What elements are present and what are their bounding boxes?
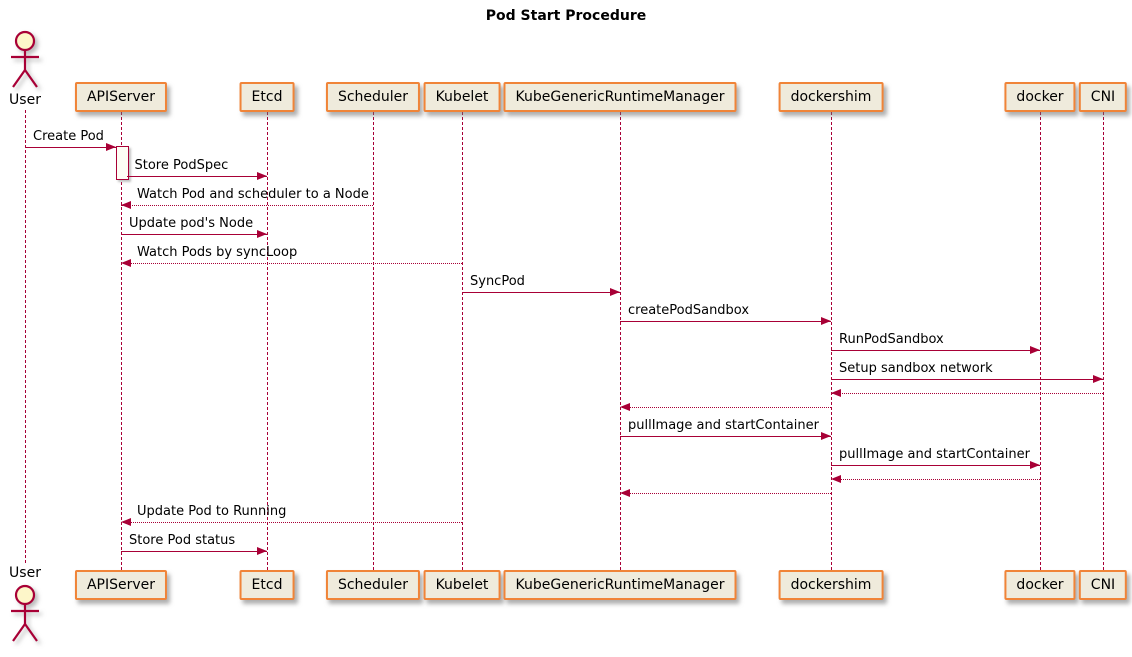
message-label: SyncPod [470,274,525,289]
message-arrow [121,522,462,523]
participant-box-docker-top: docker [1004,82,1076,112]
message-label: Setup sandbox network [839,361,993,376]
lifeline-scheduler [372,112,374,570]
message-label: RunPodSandbox [839,332,944,347]
participant-box-kubelet-top: Kubelet [423,82,501,112]
arrowhead-icon [121,259,131,267]
message-label: Store Pod status [129,533,236,548]
message-arrow [831,393,1103,394]
arrowhead-icon [105,143,116,151]
lifeline-cni [1102,112,1104,570]
participant-box-scheduler-bottom: Scheduler [325,570,421,600]
diagram-title: Pod Start Procedure [485,8,647,24]
message-arrow [462,292,620,293]
arrowhead-icon [831,389,841,397]
message-arrow [126,176,267,177]
arrowhead-icon [831,475,841,483]
arrowhead-icon [1030,461,1040,469]
lifeline-kubelet [461,112,463,570]
arrowhead-icon [257,547,267,555]
lifeline-dockershim [830,112,832,570]
arrowhead-icon [821,317,831,325]
message-arrow [620,493,831,494]
message-label: Update Pod to Running [137,504,287,519]
lifeline-docker [1039,112,1041,570]
arrowhead-icon [121,518,131,526]
arrowhead-icon [1093,375,1103,383]
arrowhead-icon [620,403,630,411]
arrowhead-icon [257,172,267,180]
participant-box-dockershim-top: dockershim [778,82,884,112]
arrowhead-icon [610,288,620,296]
participant-box-docker-bottom: docker [1004,570,1076,600]
message-label: Update pod's Node [129,216,254,231]
message-arrow [25,147,116,148]
participant-box-etcd-bottom: Etcd [239,570,295,600]
participant-box-kgrm-top: KubeGenericRuntimeManager [503,82,737,112]
lifeline-kgrm [619,112,621,570]
actor-user-label: User [9,565,41,581]
participant-box-scheduler-top: Scheduler [325,82,421,112]
message-arrow [620,407,831,408]
message-arrow [831,479,1040,480]
arrowhead-icon [821,432,831,440]
lifeline-etcd [266,112,268,570]
message-label: createPodSandbox [628,303,750,318]
arrowhead-icon [1030,346,1040,354]
actor-user-label: User [9,92,41,108]
message-arrow [121,205,373,206]
message-label: Store PodSpec [134,158,229,173]
participant-box-etcd-top: Etcd [239,82,295,112]
message-label: pullImage and startContainer [839,447,1030,462]
activation-bar-apiserver [115,146,129,180]
message-label: pullImage and startContainer [628,418,819,433]
lifeline-apiserver [120,112,122,570]
participant-box-kubelet-bottom: Kubelet [423,570,501,600]
lifeline-user [24,110,26,563]
message-arrow [831,465,1040,466]
message-arrow [121,263,462,264]
participant-box-kgrm-bottom: KubeGenericRuntimeManager [503,570,737,600]
message-label: Watch Pods by syncLoop [137,245,298,260]
actor-user-icon [2,584,48,650]
participant-box-cni-bottom: CNI [1078,570,1128,600]
message-arrow [620,436,831,437]
message-arrow [831,379,1103,380]
participant-box-apiserver-bottom: APIServer [74,570,168,600]
message-label: Watch Pod and scheduler to a Node [137,187,369,202]
message-arrow [121,551,267,552]
message-arrow [121,234,267,235]
arrowhead-icon [257,230,267,238]
actor-user-icon [2,30,48,96]
message-label: Create Pod [33,129,104,144]
message-arrow [620,321,831,322]
arrowhead-icon [121,201,131,209]
message-arrow [831,350,1040,351]
arrowhead-icon [620,489,630,497]
participant-box-cni-top: CNI [1078,82,1128,112]
participant-box-dockershim-bottom: dockershim [778,570,884,600]
participant-box-apiserver-top: APIServer [74,82,168,112]
